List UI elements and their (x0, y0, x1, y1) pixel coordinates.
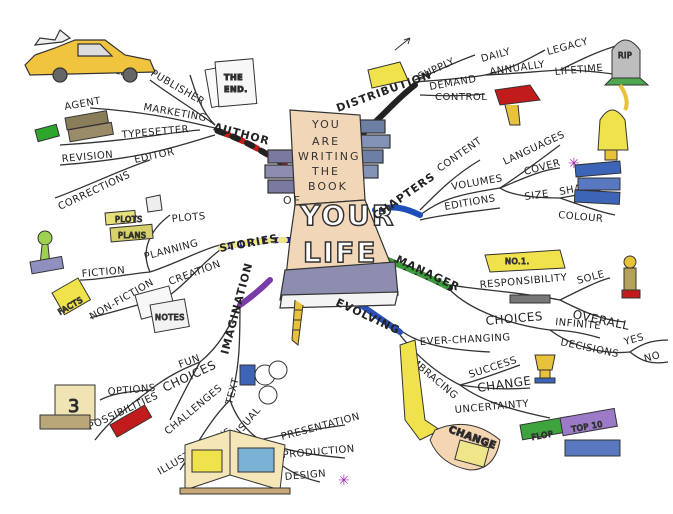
imagination-options: OPTIONS (107, 383, 156, 398)
distribution-lifetime: LIFETIME (554, 63, 603, 78)
yellow-book-arrow-icon (367, 37, 411, 89)
distribution-daily: DAILY (480, 46, 512, 65)
chapters-colour: COLOUR (558, 210, 604, 225)
sparkle-icon-2: ✳ (338, 473, 350, 489)
car-icon (24, 29, 156, 83)
book-tag-plans: PLANS (118, 231, 147, 240)
the-end-papers-icon: THE END. (204, 58, 258, 109)
no1-badge: NO.1. (505, 257, 530, 266)
manager-choices: CHOICES (485, 309, 543, 328)
trophy-icon (534, 354, 556, 384)
book-tag-notes: NOTES (155, 313, 185, 322)
chapters-content: CONTENT (435, 135, 484, 174)
distribution-legacy: LEGACY (546, 36, 590, 58)
plots-plans-books-icon: PLOTS PLANS (104, 194, 163, 243)
stories-fiction: FICTION (81, 265, 125, 280)
red-book-icon (494, 84, 541, 126)
author-agent: AGENT (64, 96, 103, 113)
distribution-demand: DEMAND (429, 74, 478, 93)
sparkle-icon: ✳ (568, 156, 580, 172)
the-end-line-2: END. (224, 85, 248, 94)
center-line-2: ARE (312, 135, 340, 148)
lamp-icon (597, 109, 629, 161)
center-title-your: YOUR (299, 199, 395, 232)
manager-no: NO (643, 350, 662, 365)
alien-figure-icon (29, 230, 65, 275)
distribution-control: CONTROL (435, 92, 487, 103)
chapters-volumes: VOLUMES (451, 173, 504, 193)
branch-stories: STORIES (218, 232, 279, 255)
branch-lines (54, 44, 669, 483)
cloud-pen-icon (239, 360, 288, 405)
author-editor: EDITOR (133, 147, 175, 166)
hand-holding-change-icon: CHANGE (399, 339, 501, 471)
the-end-line-1: THE (224, 73, 243, 82)
flop-top10-books-icon: FLOP TOP 10 (519, 407, 621, 457)
flop-tag: FLOP (531, 429, 554, 442)
imagination-text: TEXT (224, 376, 242, 406)
branch-imagination: IMAGINATION (218, 261, 255, 356)
book-tag-plots: PLOTS (115, 215, 143, 224)
stories-planning: PLANNING (143, 238, 200, 263)
evolving-change: CHANGE (476, 374, 532, 395)
branch-manager: MANAGER (394, 253, 462, 294)
manager-responsibility: RESPONSIBILITY (479, 272, 568, 291)
number-one-book-icon: NO.1. (484, 249, 566, 304)
center-line-4: THE (311, 165, 340, 178)
number-three: 3 (68, 396, 80, 417)
distribution-annually: ANNUALLY (489, 59, 546, 78)
author-corrections: CORRECTIONS (57, 170, 133, 213)
gravestone-text: RIP (618, 51, 632, 60)
center-line-3: WRITING (298, 150, 360, 163)
author-publisher: PUBLISHER (149, 68, 207, 108)
center-line-1: YOU (311, 118, 341, 131)
stories-creation: CREATION (167, 259, 222, 288)
manager-sole: SOLE (576, 269, 606, 287)
center-line-6: OF (283, 194, 302, 207)
gravestone-icon: RIP (603, 39, 650, 111)
author-revision: REVISION (61, 150, 113, 165)
soldier-figure-icon (621, 255, 641, 299)
imagination-presentation: PRESENTATION (280, 411, 361, 443)
evolving-ever-changing: EVER-CHANGING (420, 332, 511, 348)
notes-pages-icon: NOTES (134, 285, 190, 334)
chapters-size: SIZE (524, 189, 550, 203)
facts-book-icon: FACTS (51, 277, 92, 317)
author-typesetter: TYPESETTER (120, 124, 189, 141)
green-books-icon (34, 110, 114, 143)
manager-yes: YES (622, 332, 645, 348)
open-book-illustration (179, 429, 291, 495)
blue-books-stack-icon (573, 160, 622, 205)
manager-decisions: DECISIONS (559, 337, 619, 360)
chapters-cover: COVER (523, 158, 562, 178)
branch-chapters: CHAPTERS (370, 170, 437, 223)
stories-plots: PLOTS (171, 211, 206, 225)
imagination-design: DESIGN (284, 468, 326, 483)
evolving-uncertainty: UNCERTAINTY (454, 398, 530, 415)
manager-infinite: INFINITE (555, 317, 602, 332)
center-title-life: LIFE (303, 236, 378, 269)
numbered-books-icon: 3 (39, 384, 153, 438)
center-line-5: BOOK (308, 180, 348, 193)
central-book-stack: YOU ARE WRITING THE BOOK OF YOUR LIFE (264, 109, 399, 346)
